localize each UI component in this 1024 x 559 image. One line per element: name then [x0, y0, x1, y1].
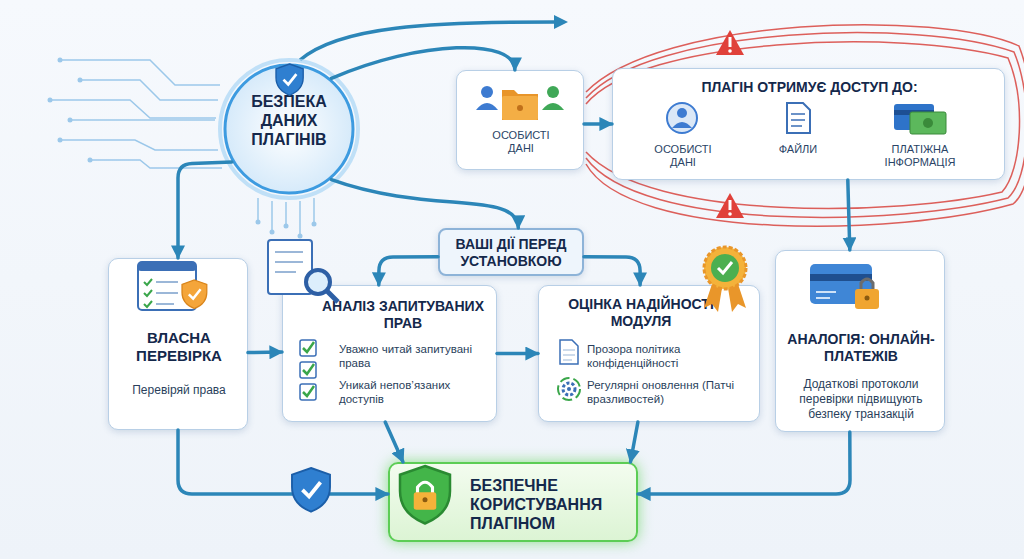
warning-sign: [729, 37, 732, 47]
check-item: Регулярні оновлення (Патчі вразливостей): [587, 378, 753, 406]
circuit-lines: [70, 119, 215, 121]
circuit-dots: [284, 224, 289, 229]
circuit-dots: [48, 98, 53, 103]
box-heading: ОЦІНКА НАДІЙНОСТІ МОДУЛЯ: [555, 296, 727, 330]
circuit-dots: [58, 138, 63, 143]
circuit-lines: [90, 160, 222, 168]
warning-sign: [716, 193, 744, 218]
flow-arrow: [584, 257, 640, 285]
flow-arrow: [178, 430, 388, 494]
flow-arrow: [385, 422, 403, 462]
circuit-lines: [50, 100, 216, 118]
magnifier-document-icon: [275, 252, 303, 272]
flow-arrow: [379, 257, 438, 285]
trust-badge-icon: [704, 247, 746, 289]
topic-circle: БЕЗПЕКА ДАНИХ ПЛАГІНІВ: [218, 58, 360, 200]
circuit-dots: [78, 78, 83, 83]
circuit-lines: [285, 202, 287, 226]
warning-sign: [716, 30, 744, 55]
box-heading: ВЛАСНА ПЕРЕВІРКА: [119, 329, 239, 365]
item-label: ОСОБИСТІ ДАНІ: [648, 143, 718, 169]
flow-arrow: [248, 350, 282, 354]
process-box: ВЛАСНА ПЕРЕВІРКА Перевіряй права: [108, 258, 248, 430]
warning-sign: [716, 193, 744, 218]
circuit-dots: [68, 118, 73, 123]
outgoing-arrow: [300, 15, 568, 60]
box-body: Перевіряй права: [115, 383, 243, 398]
result-title: БЕЗПЕЧНЕ КОРИСТУВАННЯ ПЛАГІНОМ: [470, 476, 630, 533]
trust-badge-icon: [711, 254, 739, 282]
warning-sign: [728, 49, 732, 53]
circle-outline: [220, 60, 358, 198]
flow-arrow: [638, 432, 850, 494]
warning-sign: [728, 212, 732, 216]
circuit-dots: [58, 58, 63, 63]
circuit-dots: [256, 220, 261, 225]
box-heading: АНАЛІЗ ЗАПИТУВАНИХ ПРАВ: [313, 298, 493, 332]
analogy-box: АНАЛОГІЯ: ОНЛАЙН-ПЛАТЕЖІВ Додаткові прото…: [775, 250, 945, 432]
circuit-lines: [299, 201, 301, 236]
box-body: Додаткові протоколи перевірки підвищують…: [784, 377, 938, 422]
shield-icon: [292, 468, 330, 512]
data-box: ОСОБИСТІ ДАНІ: [456, 70, 584, 170]
warning-sign: [716, 30, 744, 55]
circuit-dots: [298, 234, 303, 239]
flow-arrow: [631, 422, 638, 462]
risk-lines: [586, 25, 1024, 227]
flow-arrow: [331, 180, 518, 228]
outgoing-arrow: [554, 15, 568, 29]
shield-icon: [292, 468, 330, 512]
topic-title: БЕЗПЕКА ДАНИХ ПЛАГІНІВ: [229, 92, 349, 149]
check-item: Уважно читай запитувані права: [339, 342, 489, 370]
circuit-dots: [88, 158, 93, 163]
flow-arrow: [584, 122, 612, 126]
warning-sign: [729, 200, 732, 210]
flow-arrow: [497, 352, 538, 356]
access-item: ОСОБИСТІ ДАНІ: [633, 99, 733, 175]
section-header: ВАШІ ДІЇ ПЕРЕД УСТАНОВКОЮ: [438, 228, 584, 276]
access-item: ПЛАТІЖНА ІНФОРМАЦІЯ: [853, 99, 988, 175]
result-box: БЕЗПЕЧНЕ КОРИСТУВАННЯ ПЛАГІНОМ: [388, 462, 638, 542]
box-label: ОСОБИСТІ ДАНІ: [481, 129, 561, 155]
box-heading: АНАЛОГІЯ: ОНЛАЙН-ПЛАТЕЖІВ: [779, 331, 943, 365]
flow-arrow: [178, 162, 232, 258]
circle-outline: [225, 65, 353, 193]
access-item: ФАЙЛИ: [758, 99, 838, 175]
outgoing-arrow: [300, 22, 556, 60]
risk-lines: [586, 42, 1019, 209]
section-title: ВАШІ ДІЇ ПЕРЕД УСТАНОВКОЮ: [444, 236, 578, 270]
circuit-lines: [60, 60, 220, 85]
circuit-dots: [312, 222, 317, 227]
shield-icon: [302, 482, 320, 496]
item-label: ФАЙЛИ: [758, 143, 838, 156]
circuit-lines: [80, 80, 218, 100]
circuit-lines: [271, 201, 273, 232]
box-heading: ПЛАГІН ОТРИМУЄ ДОСТУП ДО:: [613, 79, 1006, 96]
circuit-lines: [60, 140, 218, 150]
risk-lines: [586, 25, 1024, 227]
process-box: ОЦІНКА НАДІЙНОСТІ МОДУЛЯ Прозора політика…: [538, 285, 760, 422]
circuit-lines: [313, 198, 315, 224]
risk-lines: [586, 33, 1024, 218]
process-box: АНАЛІЗ ЗАПИТУВАНИХ ПРАВ Уважно читай запи…: [282, 285, 497, 422]
check-item: Уникай непов’язаних доступів: [339, 378, 489, 406]
item-label: ПЛАТІЖНА ІНФОРМАЦІЯ: [870, 143, 970, 169]
check-item: Прозора політика конфіденційності: [587, 342, 753, 370]
trust-badge-icon: [718, 262, 732, 273]
circuit-lines: [257, 198, 259, 222]
access-box: ПЛАГІН ОТРИМУЄ ДОСТУП ДО: ОСОБИСТІ ДАНІ ФА…: [612, 68, 1005, 180]
circuit-dots: [270, 230, 275, 235]
flow-arrow: [848, 180, 850, 250]
